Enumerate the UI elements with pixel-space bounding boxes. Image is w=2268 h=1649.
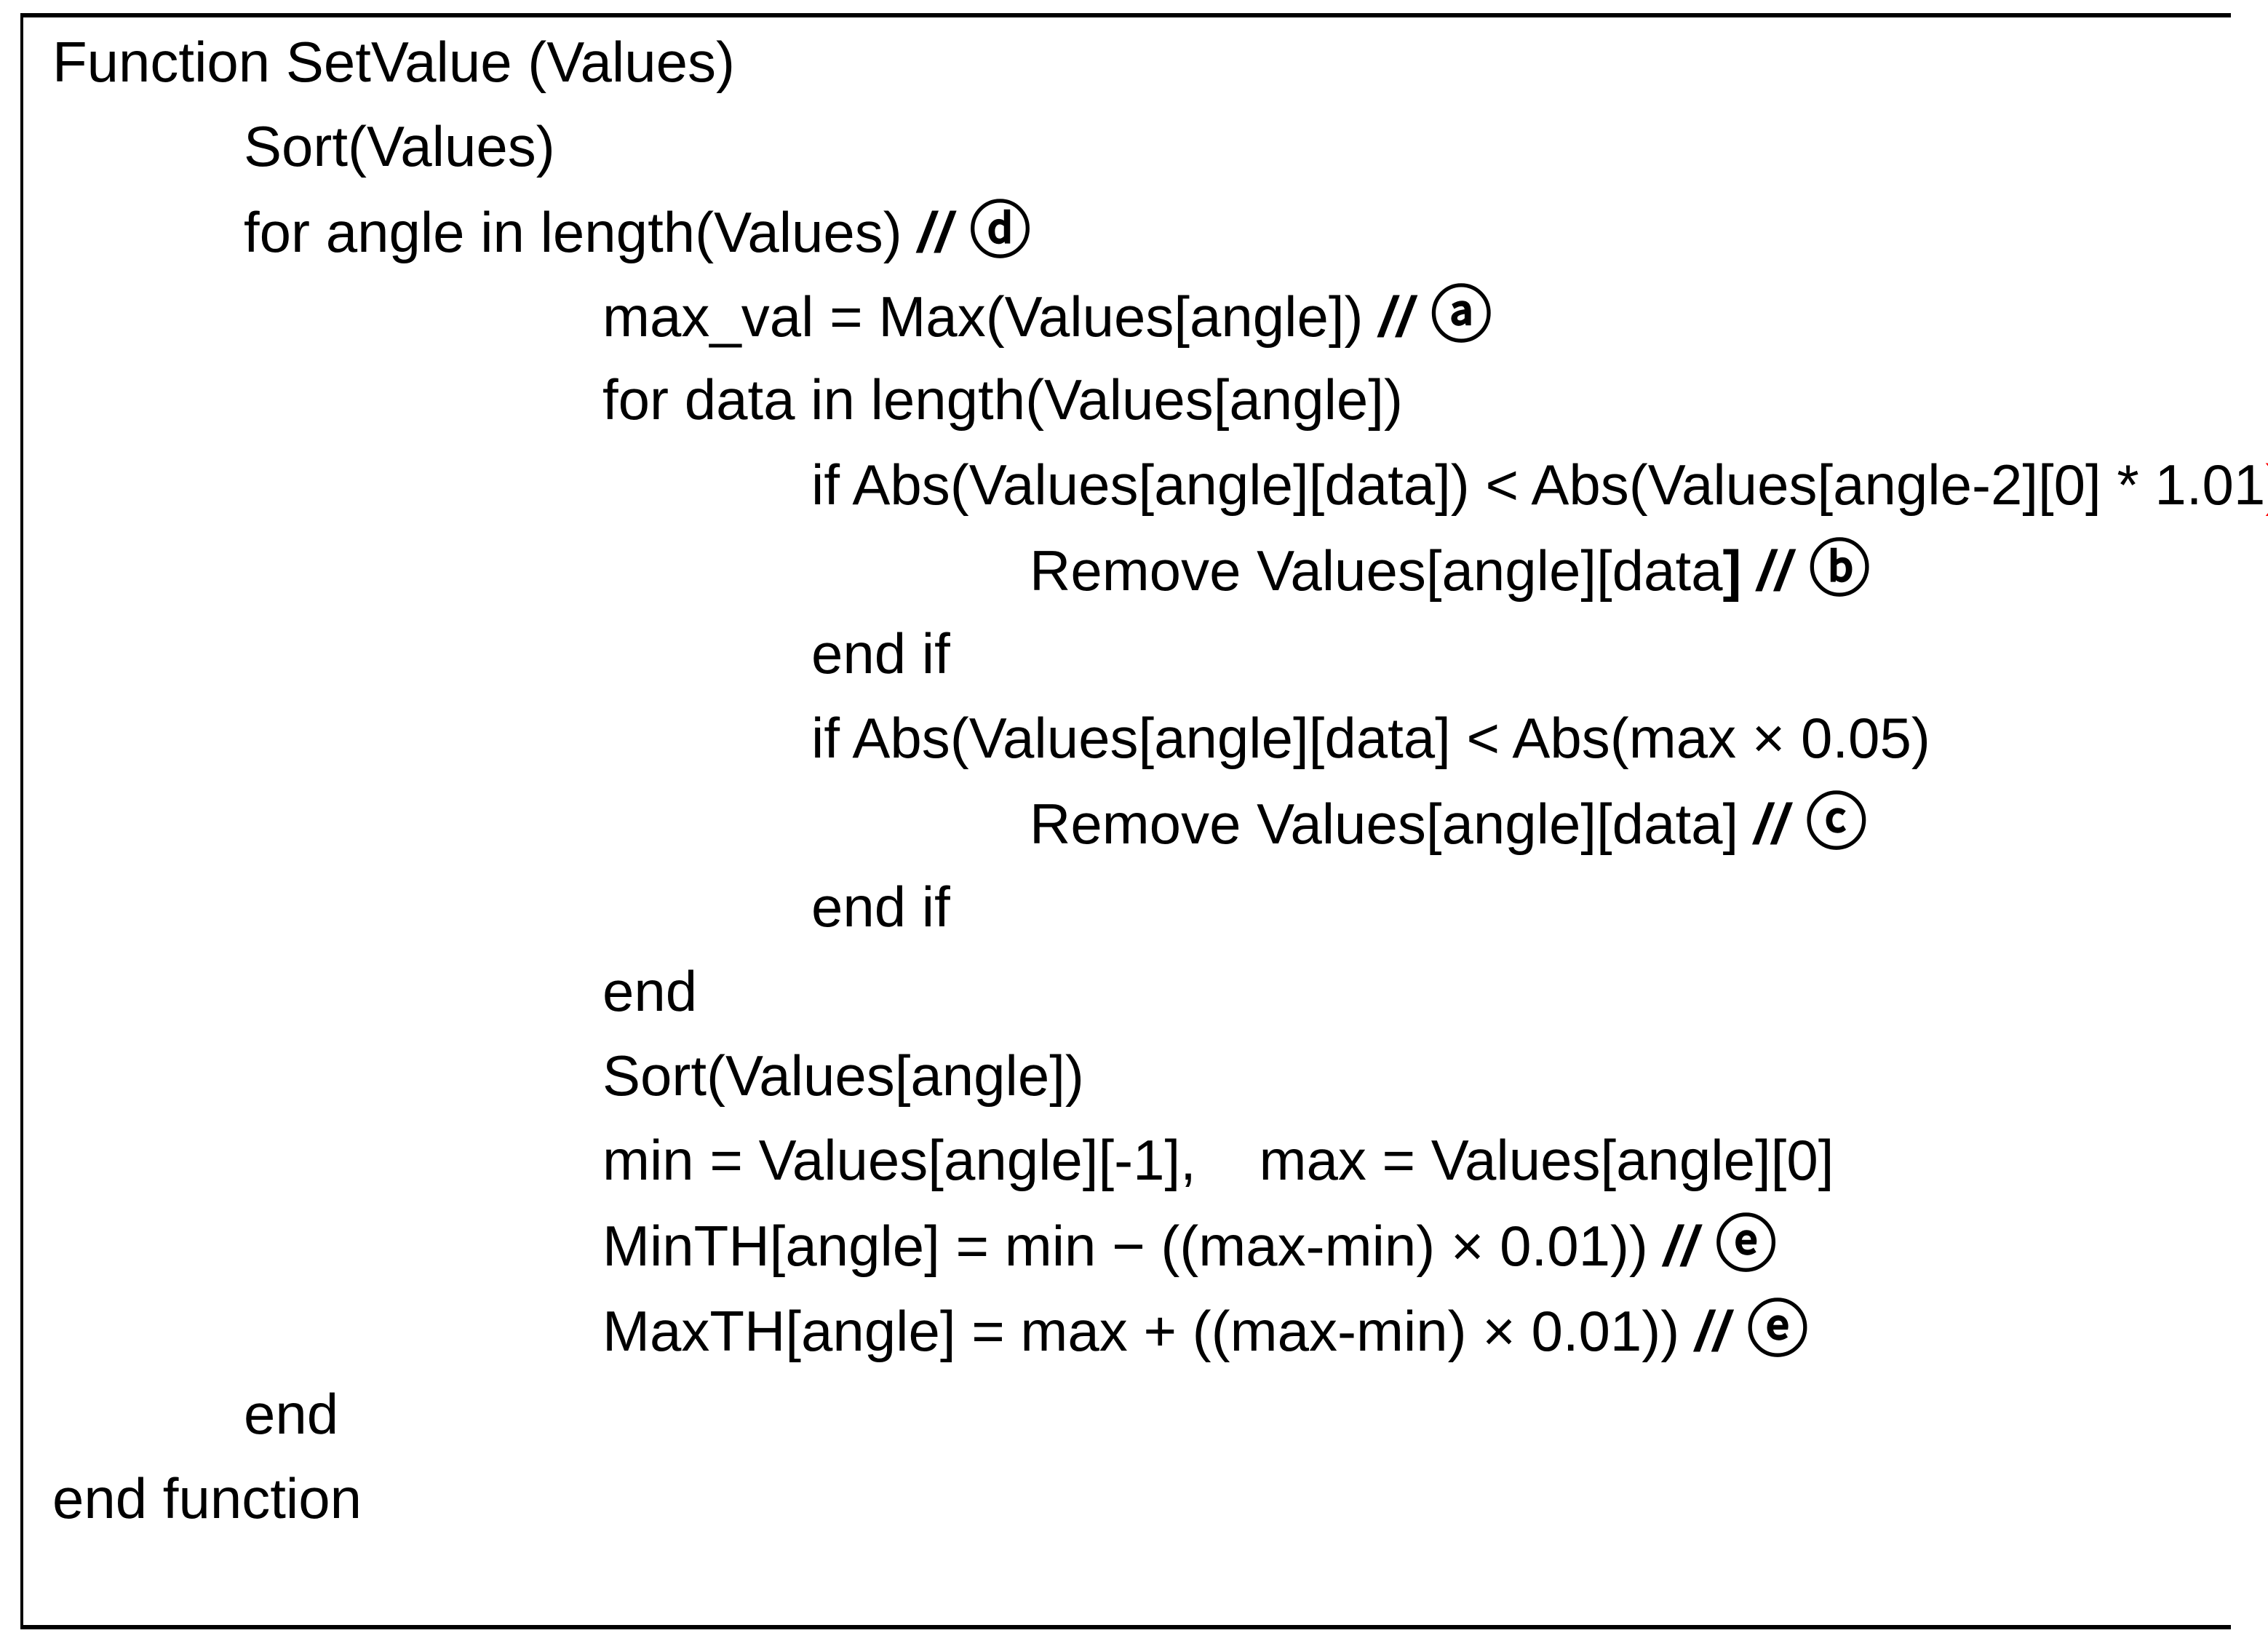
code-text: MinTH[angle] = min − ((max-min) × 0.01)) [602,1214,1664,1278]
code-text: Remove Values[angle][data [1030,539,1723,603]
code-text [954,200,970,264]
code-line: MinTH[angle] = min − ((max-min) × 0.01))… [602,1202,1777,1288]
code-text: Function SetValue (Values) [52,30,735,94]
comment-label-icon: ⓑ [1809,533,1871,605]
code-line: if Abs(Values[angle][data] < Abs(max × 0… [811,696,1930,780]
comment-marker: // [1695,1299,1732,1363]
code-text: MaxTH[angle] = max + ((max-min) × 0.01)) [602,1299,1695,1363]
comment-label-icon: ⓔ [1715,1209,1777,1280]
code-text: Sort(Values[angle]) [602,1044,1084,1108]
code-text [1790,792,1806,856]
code-text: for data in length(Values[angle]) [602,367,1403,432]
code-text [1700,1214,1716,1278]
comment-marker: // [1754,792,1791,856]
comment-label-icon: ⓔ [1746,1294,1808,1365]
comment-marker: // [1663,1214,1700,1278]
code-line: MaxTH[angle] = max + ((max-min) × 0.01))… [602,1287,1808,1373]
code-line: if Abs(Values[angle][data]) < Abs(Values… [811,442,2268,527]
comment-marker: // [918,200,954,264]
code-text [1731,1299,1747,1363]
code-line: Remove Values[angle][data] // ⓑ [1030,527,1870,613]
code-text: if Abs(Values[angle][data] < Abs(max × 0… [811,706,1930,770]
code-text: end if [811,875,950,939]
code-line: end if [811,611,950,696]
bold-bracket: ] [1722,539,1742,603]
code-text [1794,539,1810,603]
code-line: end [602,949,697,1033]
code-line: Remove Values[angle][data] // ⓒ [1030,780,1867,866]
pseudocode-box [20,13,2231,1629]
code-line: max_val = Max(Values[angle]) // ⓐ [602,273,1492,359]
code-line: Function SetValue (Values) [52,20,735,104]
code-text: end [602,959,698,1023]
code-text: for angle in length(Values) [244,200,918,264]
code-line: min = Values[angle][-1], max = Values[an… [602,1118,1834,1202]
code-text: Remove Values[angle][data] [1030,792,1754,856]
code-text: end [244,1382,339,1446]
comment-marker: // [1757,539,1794,603]
highlighted-paren: ) [2265,453,2268,517]
code-line: end [244,1372,338,1456]
code-text: min = Values[angle][-1], max = Values[an… [602,1128,1834,1192]
code-text: if Abs(Values[angle][data]) < Abs(Values… [811,453,2266,517]
code-line: end if [811,865,950,949]
code-text: max_val = Max(Values[angle]) [602,285,1380,349]
comment-marker: // [1379,285,1415,349]
comment-label-icon: ⓒ [1805,787,1867,858]
code-line: end function [52,1456,362,1541]
comment-label-icon: ⓐ [1431,279,1492,351]
code-text: end if [811,621,950,686]
code-line: Sort(Values) [244,104,555,188]
code-text: Sort(Values) [244,114,555,178]
code-line: for angle in length(Values) // ⓓ [244,188,1030,274]
code-text [1415,285,1431,349]
code-text [1741,539,1757,603]
code-line: for data in length(Values[angle]) [602,357,1403,442]
comment-label-icon: ⓓ [969,195,1031,266]
code-line: Sort(Values[angle]) [602,1033,1084,1118]
code-text: end function [52,1466,362,1530]
